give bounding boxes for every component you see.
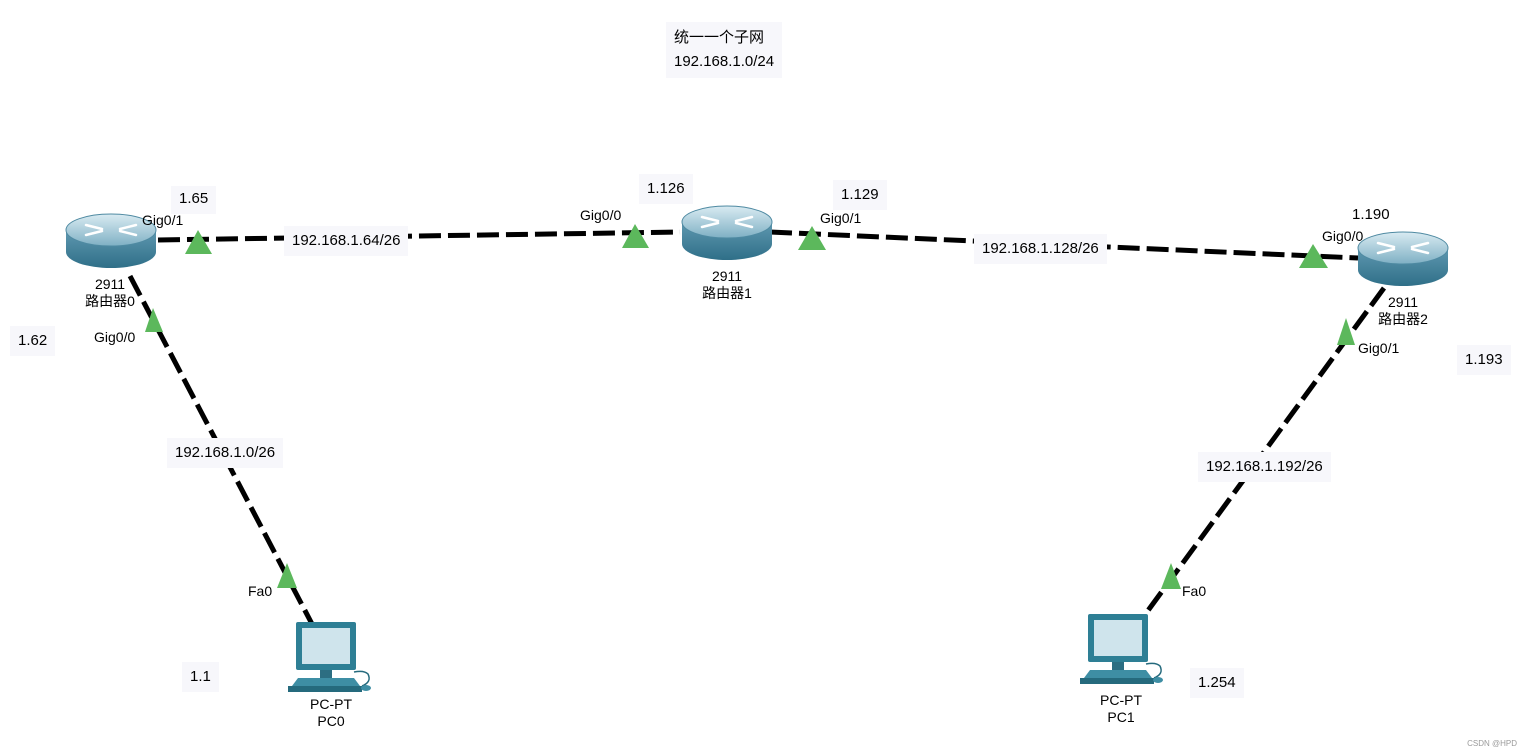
port-label-r1-gig00: Gig0/0 — [580, 207, 622, 223]
router-1-name: 路由器1 — [702, 285, 752, 301]
router-1-icon[interactable] — [680, 204, 774, 264]
link-r0-r1[interactable] — [157, 229, 681, 243]
router-0-label: 2911 路由器0 — [80, 276, 140, 310]
link-status-up-icon — [1299, 244, 1328, 268]
pc-1-label: PC-PT PC1 — [1086, 692, 1156, 726]
note-ip-r0-gig01[interactable]: 1.65 — [171, 186, 217, 214]
router-2-model: 2911 — [1387, 294, 1419, 310]
note-ip-pc0[interactable]: 1.1 — [182, 662, 219, 692]
note-net-r1-r2[interactable]: 192.168.1.128/26 — [974, 234, 1107, 264]
note-ip-r2-gig00[interactable]: 1.190 — [1344, 200, 1398, 230]
port-label-r2-gig00: Gig0/0 — [1322, 228, 1364, 244]
pc-0-name: PC0 — [317, 713, 345, 729]
subnet-note[interactable]: 统一一个子网 192.168.1.0/24 — [666, 22, 783, 78]
note-net-r2-pc1[interactable]: 192.168.1.192/26 — [1198, 452, 1331, 482]
link-status-up-icon — [1337, 318, 1355, 345]
link-status-up-icon — [622, 224, 649, 248]
note-ip-r1-gig00[interactable]: 1.126 — [639, 174, 693, 204]
note-ip-pc1[interactable]: 1.254 — [1190, 668, 1244, 698]
note-ip-r1-gig01[interactable]: 1.129 — [833, 180, 887, 210]
link-status-up-icon — [1161, 563, 1181, 589]
link-status-up-icon — [798, 226, 826, 250]
note-ip-r0-gig00[interactable]: 1.62 — [10, 326, 56, 356]
link-r0-pc0[interactable] — [127, 274, 315, 626]
router-1-label: 2911 路由器1 — [692, 268, 762, 302]
pc-0-icon[interactable] — [284, 620, 378, 698]
port-label-r0-gig01: Gig0/1 — [142, 212, 184, 228]
port-label-r1-gig01: Gig0/1 — [820, 210, 862, 226]
note-net-r0-pc0[interactable]: 192.168.1.0/26 — [167, 438, 284, 468]
subnet-note-title: 统一一个子网 — [674, 29, 765, 46]
watermark: CSDN @HPD — [1467, 739, 1517, 748]
router-2-label: 2911 路由器2 — [1368, 294, 1438, 328]
link-status-up-icon — [185, 230, 212, 254]
pc-1-icon[interactable] — [1076, 612, 1170, 690]
port-label-r2-gig01: Gig0/1 — [1358, 340, 1400, 356]
pc-0-model: PC-PT — [310, 696, 352, 712]
pc-0-label: PC-PT PC0 — [296, 696, 366, 730]
router-0-icon[interactable] — [64, 212, 158, 272]
link-status-up-icon — [277, 563, 297, 588]
pc-1-name: PC1 — [1107, 709, 1135, 725]
subnet-note-cidr: 192.168.1.0/24 — [674, 53, 775, 70]
router-1-model: 2911 — [711, 268, 743, 284]
router-0-model: 2911 — [94, 276, 126, 292]
router-2-name: 路由器2 — [1378, 311, 1428, 327]
port-label-r0-gig00: Gig0/0 — [94, 329, 136, 345]
link-status-up-icon — [145, 308, 163, 332]
note-ip-r2-gig01[interactable]: 1.193 — [1457, 345, 1511, 375]
router-2-icon[interactable] — [1356, 230, 1450, 290]
port-label-pc1-fa0: Fa0 — [1182, 583, 1207, 599]
router-0-name: 路由器0 — [85, 293, 135, 309]
note-net-r0-r1[interactable]: 192.168.1.64/26 — [284, 226, 409, 256]
pc-1-model: PC-PT — [1100, 692, 1142, 708]
port-label-pc0-fa0: Fa0 — [248, 583, 273, 599]
